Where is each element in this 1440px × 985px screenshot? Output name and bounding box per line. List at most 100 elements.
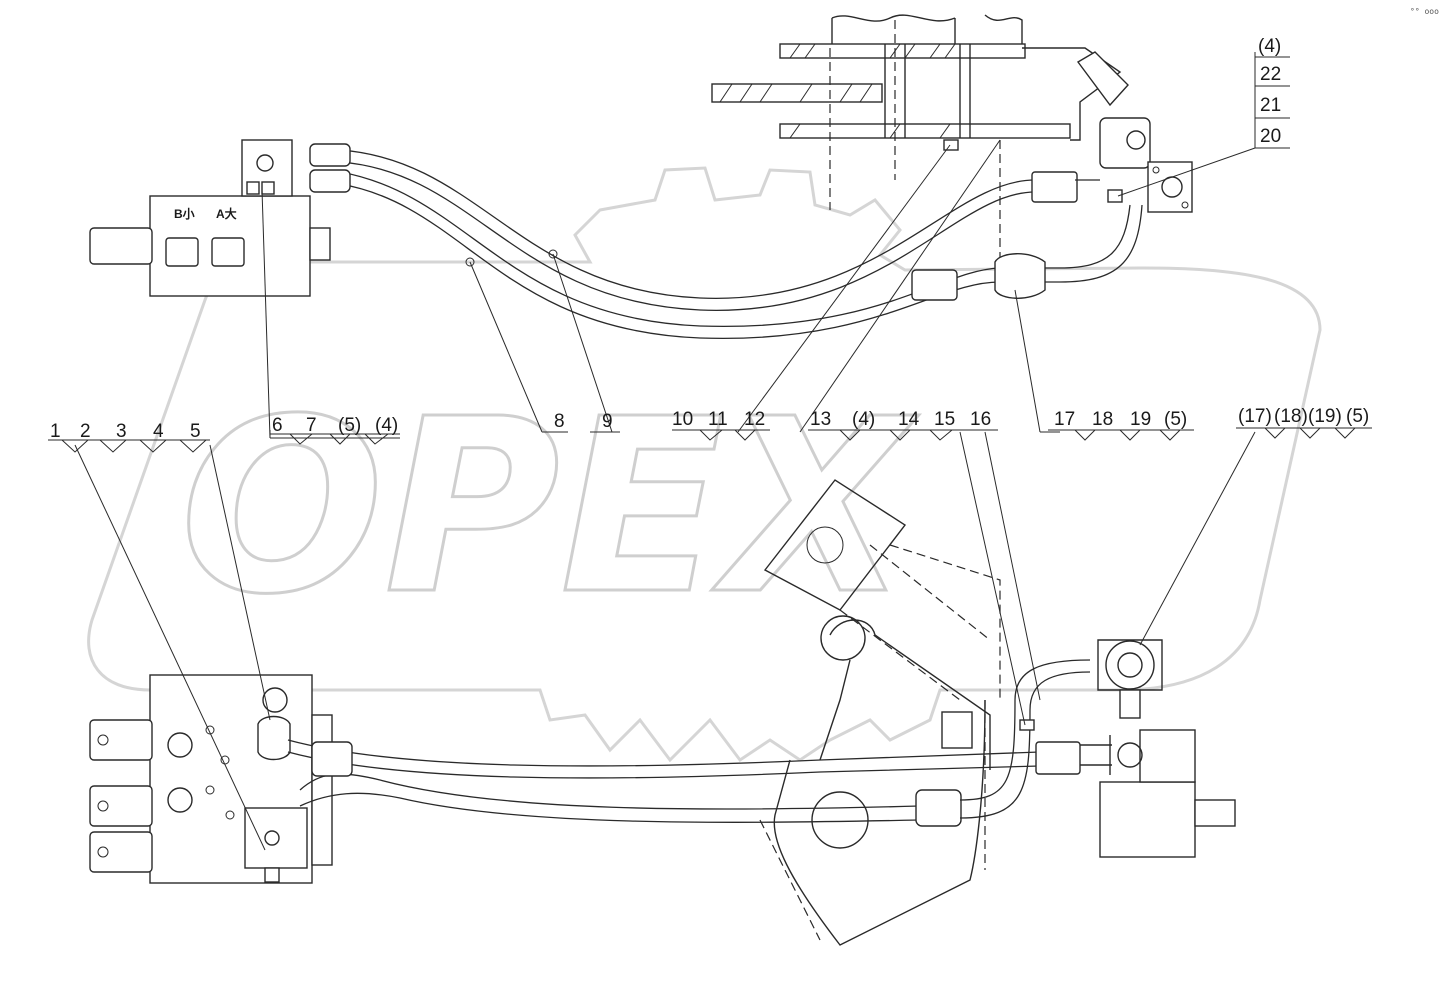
callout-braces — [48, 427, 1372, 453]
hose-sleeve-b1 — [311, 741, 353, 777]
hose-sleeve-b3 — [1035, 741, 1081, 775]
hose-clamp-12 — [943, 139, 959, 151]
callout-22: 22 — [1260, 64, 1281, 85]
callout-g6-5: (5) — [1346, 406, 1369, 427]
callout-8: 8 — [554, 411, 565, 432]
relief-fitting — [264, 867, 280, 883]
pump-upper — [1139, 729, 1196, 783]
brace-g1 — [270, 433, 400, 445]
callout-13: 13 — [810, 409, 831, 430]
boom-pin-hatch — [719, 83, 873, 103]
watermark: OPEX — [87, 166, 1322, 763]
leader-lines — [74, 52, 1290, 851]
callout-1: 1 — [50, 421, 61, 442]
valve-fitting-b — [261, 181, 275, 195]
linkage-bracket-hole — [806, 526, 844, 564]
pump-port — [1117, 742, 1143, 768]
leader-left-1 — [74, 444, 266, 851]
hose-bottom-3 — [299, 773, 921, 810]
cylinder-pivot — [820, 615, 866, 661]
corner-mark: °° ooo — [1410, 7, 1439, 16]
brace-g5 — [1048, 429, 1194, 441]
swivel-bottom-stem — [1119, 689, 1141, 719]
callout-16: 16 — [970, 409, 991, 430]
valve-port-2 — [167, 787, 193, 813]
boom-plate-upper-hatch — [789, 43, 956, 59]
pump-body — [1099, 781, 1196, 858]
bucket-arm-outline — [773, 699, 986, 946]
callout-3: 3 — [116, 421, 127, 442]
port-a-large — [211, 237, 245, 267]
spool-2 — [89, 785, 153, 827]
watermark-text: OPEX — [180, 367, 919, 647]
callout-20: 20 — [1260, 126, 1281, 147]
hose-clamp-9 — [548, 249, 558, 259]
callout-12: 12 — [744, 409, 765, 430]
boom-pin-bar — [711, 83, 883, 103]
callout-6: 6 — [272, 415, 283, 436]
brace-g6 — [1236, 427, 1372, 439]
hose-top-return-2 — [1040, 204, 1143, 283]
swivel-block — [1099, 117, 1151, 169]
pump-inlet — [1080, 735, 1112, 775]
callout-21: 21 — [1260, 95, 1281, 116]
port-b-label: B小 — [174, 206, 195, 221]
cylinder-outline — [819, 619, 991, 770]
leader-g4b — [959, 431, 1041, 726]
hose-end-sleeve-2 — [309, 169, 351, 193]
hose-top-return — [1040, 179, 1131, 269]
swivel-joint-top — [994, 253, 1046, 299]
brace-g4 — [808, 429, 998, 441]
valve-hole-a — [205, 725, 215, 735]
hose-top-2 — [339, 161, 1036, 311]
flange-bolt-2 — [1181, 201, 1189, 209]
clamp-20 — [1107, 189, 1123, 203]
callout-9: 9 — [602, 411, 613, 432]
linkage-bracket — [763, 479, 907, 611]
callout-19: 19 — [1130, 409, 1151, 430]
bucket-arm-dashed — [759, 700, 986, 941]
callout-18: 18 — [1092, 409, 1113, 430]
hose-sleeve-b2 — [915, 789, 962, 827]
leader-g2 — [469, 253, 620, 433]
swivel-bottom-body — [1105, 640, 1155, 690]
leader-g5 — [1014, 289, 1060, 433]
hose-end-sleeve-1 — [309, 143, 351, 167]
callout-7: 7 — [306, 415, 317, 436]
hose-end-sleeve-3 — [1031, 171, 1078, 203]
leader-g1 — [261, 189, 271, 439]
callout-g1-5: (5) — [338, 415, 361, 436]
valve-fitting-a — [246, 181, 260, 195]
control-valve-top: B小 A大 — [89, 139, 331, 297]
spool-eye-3 — [97, 846, 109, 858]
multi-valve-bottom — [89, 674, 333, 884]
hose-bundle-top — [309, 139, 1143, 340]
callout-2: 2 — [80, 421, 91, 442]
callout-4: 4 — [153, 421, 164, 442]
callout-15: 15 — [934, 409, 955, 430]
port-b-small — [165, 237, 199, 267]
leader-g3 — [737, 144, 951, 433]
valve-spool-end — [89, 227, 153, 265]
elbow-fitting — [257, 715, 291, 761]
brace-g3 — [672, 429, 770, 441]
leader-g4 — [799, 139, 1001, 433]
flange-bolt-1 — [1152, 166, 1160, 174]
flange-plate-top — [1147, 161, 1193, 213]
port-a-label: A大 — [216, 206, 237, 221]
relief-block-port — [264, 830, 280, 846]
pump-shaft — [1194, 799, 1236, 827]
hose-top-1 — [339, 149, 1036, 299]
callout-17: 17 — [1054, 409, 1075, 430]
valve-side-tab — [309, 227, 331, 261]
callout-labels: 1 2 3 4 5 6 7 (5) (4) 8 9 10 11 12 13 (4… — [50, 36, 1369, 442]
valve-hole-d — [225, 810, 235, 820]
valve-right-strip — [311, 714, 333, 866]
callout-14: 14 — [898, 409, 920, 430]
callout-g1-4: (4) — [375, 415, 398, 436]
boom-plate-upper — [779, 43, 1026, 59]
leader-g6 — [1139, 431, 1256, 646]
boom-assembly-top — [711, 14, 1193, 260]
callout-11: 11 — [708, 409, 728, 430]
